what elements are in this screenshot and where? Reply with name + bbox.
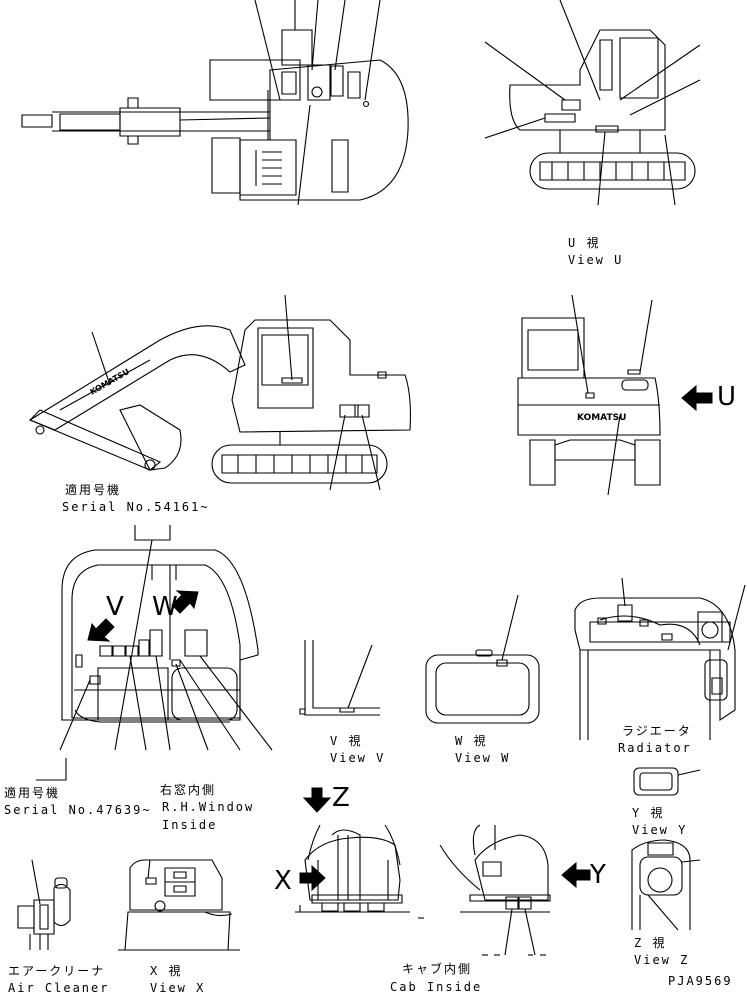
excavator-rear-view: KOMATSU [518,295,712,495]
view-y-jp-label: Y 視 [632,806,665,820]
view-z-detail [632,840,700,930]
right-side-view [485,0,700,205]
drawing-number: PJA9569 [668,974,733,988]
radiator-detail [575,578,745,740]
letter-v: V [106,592,124,622]
letter-w: W [152,592,178,622]
top-plan-view [22,0,408,205]
serial-jp-label-2: 適用号機 [4,786,61,800]
view-w-detail [426,595,539,723]
view-v-jp-label: V 視 [330,734,363,748]
view-x-detail [118,860,240,950]
air-cleaner-label: Air Cleaner [8,981,110,995]
view-w-jp-label: W 視 [455,734,488,748]
view-z-jp-label: Z 視 [634,936,667,950]
cab-inside-jp-label: キャブ内側 [402,962,473,976]
inside-label: Inside [162,818,218,832]
view-w-label: View W [455,751,511,765]
view-u-jp-label: U 視 [568,236,601,250]
view-v-label: View V [330,751,386,765]
rear-brand-text: KOMATSU [577,413,626,423]
cab-inside-view [440,825,590,955]
arrow-u-letter: U [717,382,737,412]
excavator-side-view: KOMATSU [30,295,410,490]
serial-number-label-1: Serial No.54161~ [62,500,210,514]
view-x-label: View X [150,981,206,995]
arrow-z-letter: Z [332,783,350,813]
serial-number-label-2: Serial No.47639~ [4,803,152,817]
view-v-detail [300,640,380,715]
arrow-y-letter: Y [590,860,606,890]
window-detail [36,525,272,780]
view-x-jp-label: X 視 [150,964,183,978]
view-y-label: View Y [632,823,688,837]
rh-window-jp-label: 右窓内側 [160,783,217,797]
view-y-detail [634,768,700,795]
cab-inside-label: Cab Inside [390,980,483,994]
air-cleaner-view [18,860,70,950]
view-u-label: View U [568,253,624,267]
radiator-label: Radiator [618,741,692,755]
air-cleaner-jp-label: エアークリーナ [8,964,106,978]
radiator-jp-label: ラジエータ [622,724,692,738]
rh-window-label: R.H.Window [162,800,255,814]
cab-seat-view-xz [295,788,424,918]
arrow-x-letter: X [274,866,292,896]
view-z-label: View Z [634,953,690,967]
serial-jp-label-1: 適用号機 [65,483,122,497]
